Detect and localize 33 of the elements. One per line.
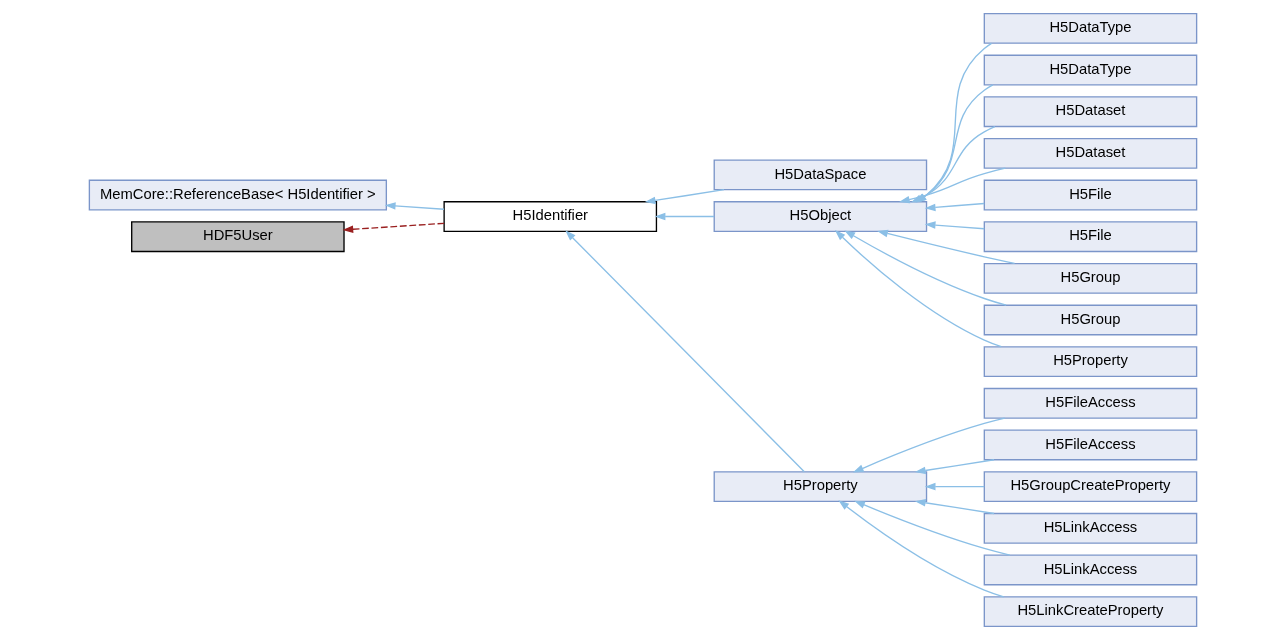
node-box: H5LinkCreateProperty: [983, 596, 1197, 628]
arrow: [914, 499, 995, 515]
node-box: H5LinkAccess: [983, 512, 1197, 544]
arrow: [644, 189, 725, 205]
node-box: MemCore::ReferenceBase< H5Identifier >: [88, 179, 387, 211]
node-box: H5Dataset: [983, 96, 1197, 128]
arrow: [834, 229, 1002, 348]
node-box: H5DataType: [983, 12, 1197, 44]
node-box: H5Object: [713, 201, 927, 232]
arrow: [924, 482, 985, 491]
node-box: H5Identifier: [442, 201, 657, 232]
arrow: [924, 221, 985, 230]
node-box: H5DataSpace: [713, 159, 927, 191]
node-box: H5Group: [983, 304, 1197, 336]
node-box: H5Property: [713, 471, 927, 503]
node-box: H5GroupCreateProperty: [983, 471, 1197, 503]
arrow: [914, 459, 995, 475]
node-box: H5Property: [983, 346, 1197, 378]
node-box: H5FileAccess: [983, 387, 1197, 419]
arrow: [852, 417, 1005, 473]
node-box: H5DataType: [983, 54, 1197, 86]
node-box: H5Group: [983, 262, 1197, 294]
node-box: H5FileAccess: [983, 429, 1197, 461]
node-box: H5Dataset: [983, 137, 1197, 169]
node-box: H5LinkAccess: [983, 554, 1197, 586]
arrow: [341, 222, 445, 234]
node-box: H5File: [983, 221, 1197, 253]
arrow: [654, 212, 715, 221]
node-box: H5File: [983, 179, 1197, 211]
node-box: HDF5User: [130, 221, 345, 253]
arrow: [384, 202, 445, 210]
arrow: [924, 202, 985, 212]
arrow: [564, 230, 805, 473]
